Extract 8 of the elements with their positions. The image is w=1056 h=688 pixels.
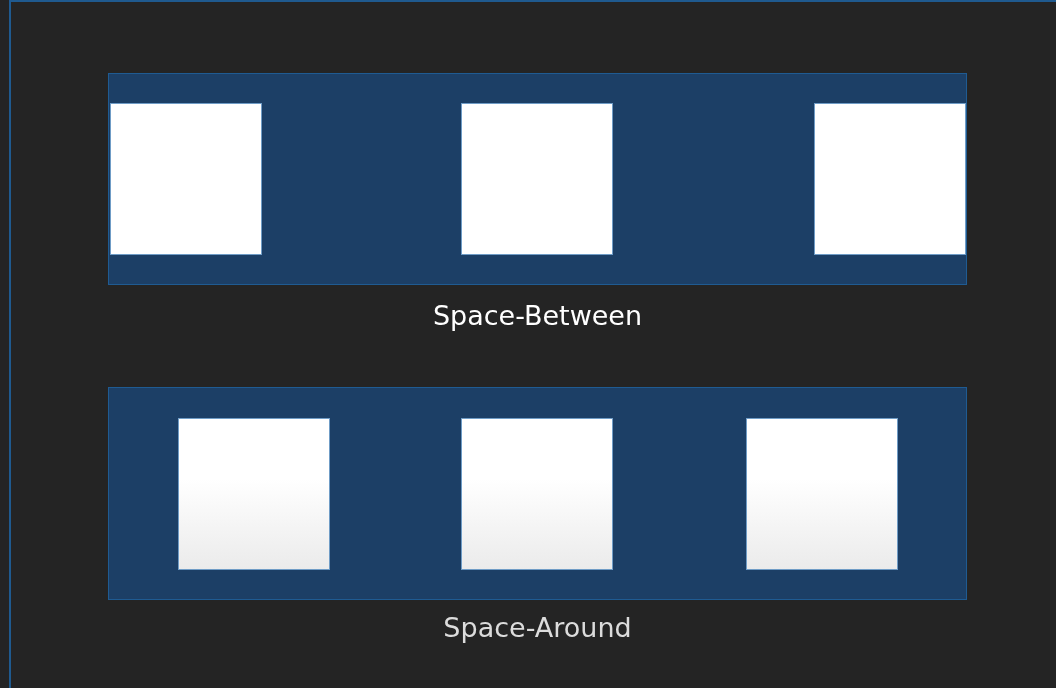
square-item <box>461 418 613 570</box>
square-item <box>746 418 898 570</box>
square-item <box>178 418 330 570</box>
container-caption: Space-Around <box>443 611 632 645</box>
square-item <box>461 103 613 255</box>
container-caption: Space-Between <box>432 299 643 333</box>
square-item <box>814 103 966 255</box>
square-item <box>110 103 262 255</box>
